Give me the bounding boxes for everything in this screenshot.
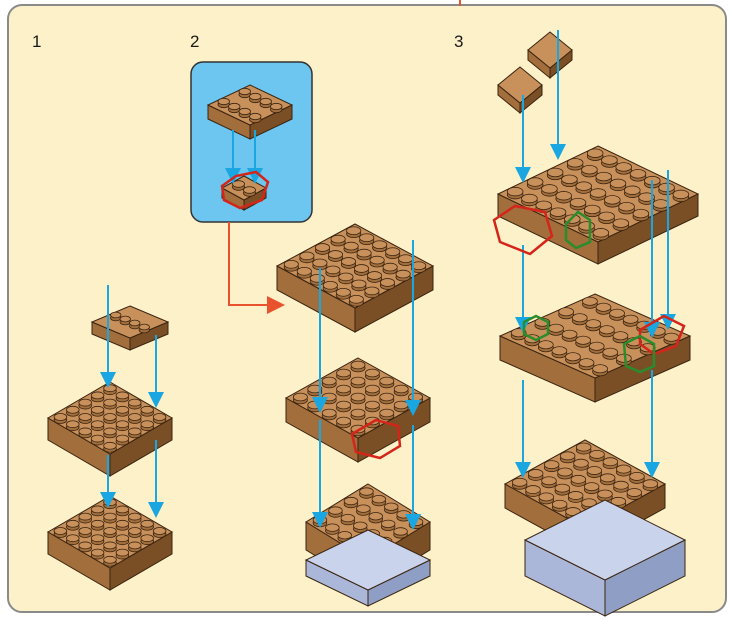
step-number-1: 1 <box>32 32 41 52</box>
step-number-2: 2 <box>190 32 199 52</box>
step-number-3: 3 <box>454 32 463 52</box>
